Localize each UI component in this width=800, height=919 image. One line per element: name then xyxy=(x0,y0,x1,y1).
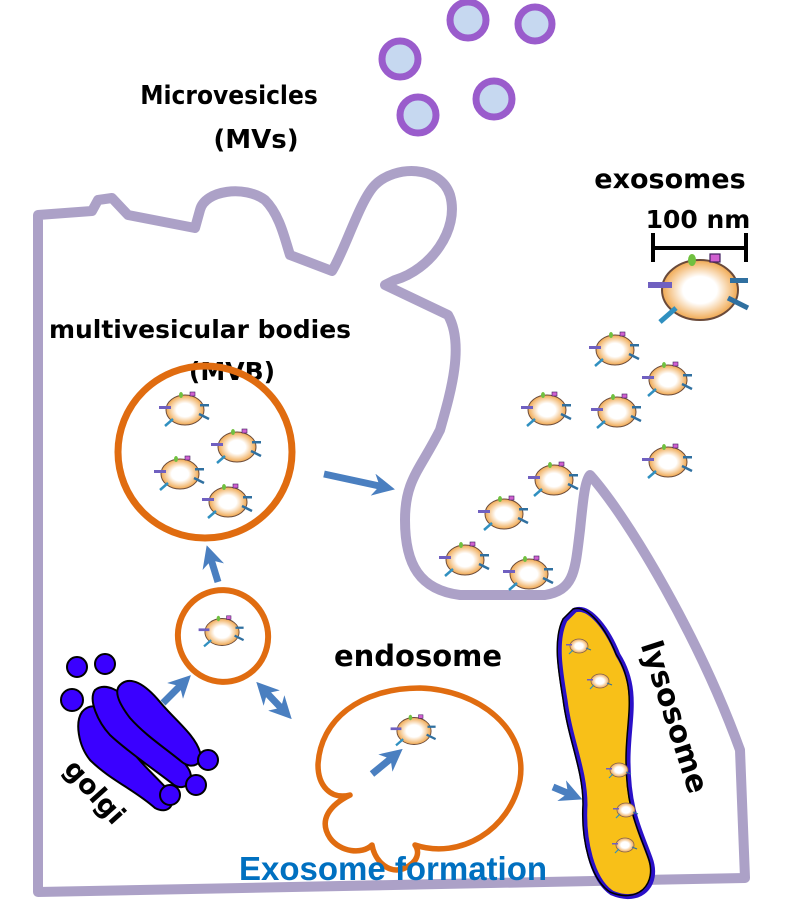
golgi-vesicle xyxy=(66,656,88,678)
microvesicle xyxy=(396,93,440,137)
arrow-mvb-to-membrane xyxy=(323,470,395,496)
microvesicle xyxy=(472,77,516,121)
endosome-label: endosome xyxy=(334,639,502,673)
exosome xyxy=(157,390,211,428)
microvesicles-label-line1: Microvesicles xyxy=(140,81,318,111)
arrows xyxy=(160,470,583,801)
microvesicle xyxy=(378,37,422,81)
microvesicle xyxy=(514,3,556,45)
mvb-label-line1: multivesicular bodies xyxy=(49,315,351,344)
golgi-vesicle xyxy=(94,653,116,675)
arrow-vesicle-endosome xyxy=(256,681,292,720)
arrow-to-lysosome xyxy=(551,780,583,801)
exosome xyxy=(476,494,530,532)
golgi-apparatus xyxy=(60,653,219,812)
exosome xyxy=(437,540,491,578)
endosome xyxy=(315,685,524,873)
microvesicles xyxy=(378,0,556,137)
golgi-vesicle xyxy=(185,774,207,796)
released-exosomes xyxy=(437,330,694,592)
scale-bar xyxy=(651,233,748,262)
exosome xyxy=(200,482,254,520)
golgi-vesicle xyxy=(197,749,219,771)
exosome xyxy=(640,360,694,398)
golgi-vesicle xyxy=(159,784,181,806)
diagram-title: Exosome formation xyxy=(239,850,547,887)
exosome xyxy=(152,454,206,492)
exosome xyxy=(501,554,555,592)
arrow-into-endosome xyxy=(369,748,403,777)
exosome-reference xyxy=(648,254,748,322)
exosome xyxy=(197,614,245,648)
exosome xyxy=(209,427,263,465)
microvesicle xyxy=(446,0,490,42)
exosome xyxy=(389,713,437,747)
golgi-vesicle xyxy=(60,688,84,712)
arrow-golgi-to-vesicle xyxy=(160,675,191,706)
multivesicular-body xyxy=(114,362,296,542)
golgi-cisterna xyxy=(116,679,202,767)
lysosome xyxy=(556,606,656,900)
exosome xyxy=(640,442,694,480)
exosome xyxy=(587,330,641,368)
exosome xyxy=(526,460,580,498)
exosome xyxy=(519,390,573,428)
arrow-vesicle-to-mvb xyxy=(202,545,224,584)
microvesicles-label-line2: (MVs) xyxy=(213,125,298,155)
cell-membrane xyxy=(33,166,750,897)
scale-bar-label: 100 nm xyxy=(646,205,751,234)
exosome xyxy=(589,392,643,430)
exosomes-label: exosomes xyxy=(594,164,745,195)
mvb-exosomes xyxy=(152,390,263,520)
early-vesicle xyxy=(174,587,272,685)
